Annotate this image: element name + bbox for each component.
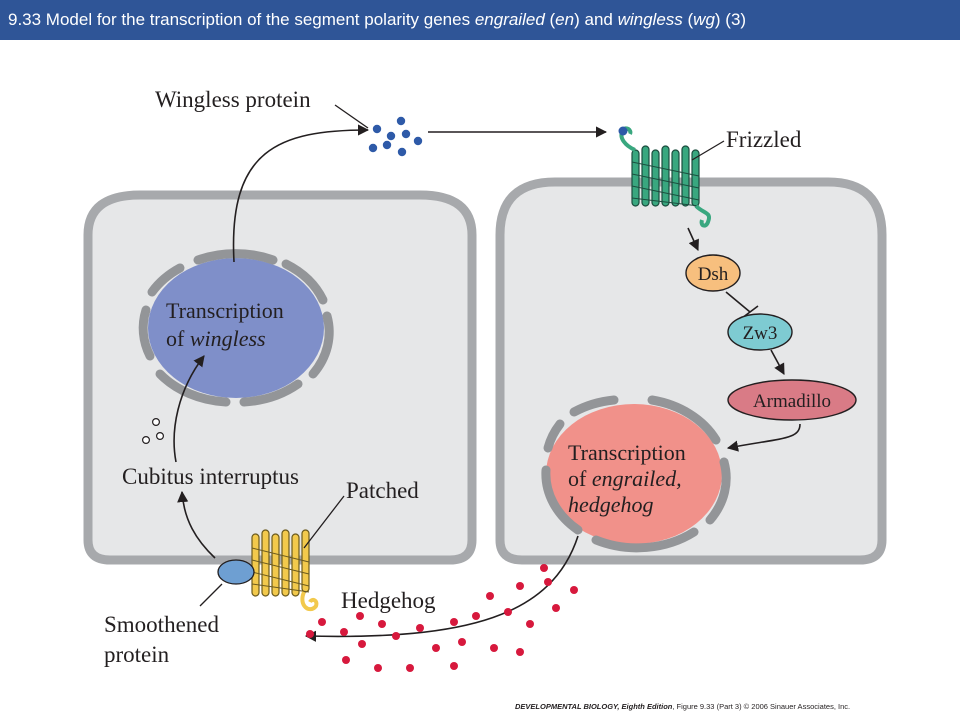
title-prefix: 9.33 Model for the transcription of the … <box>8 10 475 29</box>
zw3-to-armadillo-arrow <box>770 349 785 375</box>
cubitus-interruptus-label: Cubitus interruptus <box>122 464 299 489</box>
zw3-label: Zw3 <box>743 323 778 344</box>
title-suffix: (3) <box>720 10 747 29</box>
armadillo-label: Armadillo <box>753 391 831 412</box>
patched-receptor <box>251 529 319 612</box>
hedgehog-label: Hedgehog <box>341 588 436 613</box>
hedgehog-secretion-arrow <box>304 535 579 642</box>
figure-credit: DEVELOPMENTAL BIOLOGY, Eighth Edition, F… <box>515 702 850 711</box>
smoothened-protein <box>217 559 255 585</box>
title-connector: and <box>579 10 618 29</box>
frizzled-to-dsh-arrow <box>687 227 699 252</box>
left-nucleus-line1: Transcription <box>166 298 284 323</box>
wingless-secretion-arrow <box>232 124 370 263</box>
right-nucleus-line1: Transcription <box>568 440 686 465</box>
left-nuclear-envelope <box>138 249 334 407</box>
left-nucleus-line2: of wingless <box>166 326 266 351</box>
title-gene-wingless: wingless <box>617 10 683 29</box>
armadillo-node: Armadillo <box>727 379 857 421</box>
credit-book: DEVELOPMENTAL BIOLOGY, Eighth Edition <box>515 702 673 711</box>
smoothened-label-line2: protein <box>104 642 170 667</box>
dsh-label: Dsh <box>698 264 729 285</box>
credit-copyright: © 2006 Sinauer Associates, Inc. <box>741 702 851 711</box>
hedgehog-protein-dots <box>306 564 578 672</box>
frizzled-leader <box>691 140 725 161</box>
left-nucleus <box>148 258 324 398</box>
wingless-protein-label: Wingless protein <box>155 87 311 112</box>
title-gene-engrailed: engrailed <box>474 10 545 29</box>
credit-figure: , Figure 9.33 (Part 3) <box>672 702 742 711</box>
frizzled-receptor <box>618 126 711 228</box>
smoothened-leader <box>199 583 223 607</box>
title-abbr-wg: wg <box>693 10 715 29</box>
patched-leader <box>303 495 345 549</box>
right-nucleus-line3: hedgehog <box>568 492 654 517</box>
wingless-protein-dots <box>368 116 423 157</box>
slide-title-bar: 9.33 Model for the transcription of the … <box>0 0 960 40</box>
right-nuclear-envelope <box>541 395 731 553</box>
smoothened-to-ci-arrow <box>177 490 216 559</box>
dsh-node: Dsh <box>685 254 741 292</box>
patched-label: Patched <box>346 478 419 503</box>
smoothened-label-line1: Smoothened <box>104 612 219 637</box>
wingless-protein-leader <box>334 104 369 129</box>
segment-polarity-diagram: Transcription of wingless Transcription … <box>83 87 887 672</box>
right-nucleus-line2: of engrailed, <box>568 466 682 491</box>
cubitus-interruptus-dots <box>142 418 165 445</box>
title-abbr-en: en <box>555 10 575 29</box>
ci-to-nucleus-arrow <box>173 355 205 463</box>
armadillo-to-nucleus-arrow <box>726 423 801 452</box>
zw3-node: Zw3 <box>727 313 793 351</box>
frizzled-label: Frizzled <box>726 127 802 152</box>
right-nucleus <box>546 404 722 544</box>
